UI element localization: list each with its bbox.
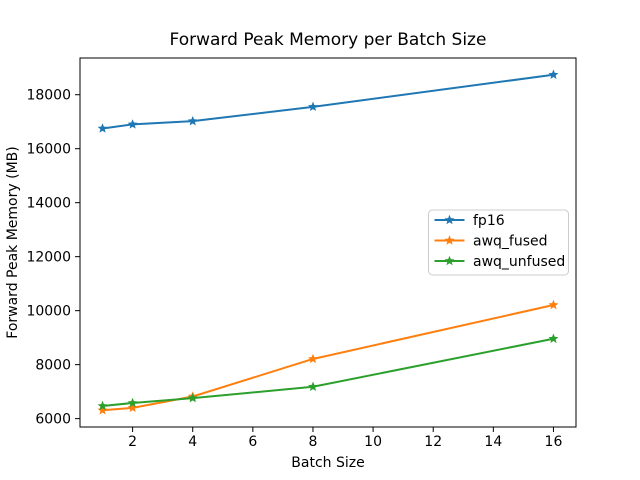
series-awq_unfused — [97, 333, 559, 411]
x-tick-label: 12 — [424, 434, 442, 450]
y-tick-label: 12000 — [26, 250, 71, 266]
star-marker — [97, 123, 108, 133]
series-group — [97, 69, 559, 415]
x-tick-label: 2 — [128, 434, 137, 450]
series-fp16 — [97, 69, 559, 133]
axis-ticks: 2 4 6 8 10 12 14 16 6000 8000 10000 12000 14000 16000… — [26, 88, 562, 450]
x-tick-label: 6 — [248, 434, 257, 450]
legend-star-marker — [444, 255, 455, 266]
star-marker — [308, 101, 318, 112]
legend-frame — [428, 209, 569, 276]
y-axis-label: Forward Peak Memory (MB) — [5, 146, 21, 338]
star-marker — [548, 69, 559, 79]
chart-title: Forward Peak Memory per Batch Size — [170, 30, 487, 50]
y-tick-label: 10000 — [26, 304, 71, 320]
legend: fp16 awq_fused awq_unfused — [428, 209, 569, 276]
x-axis-label: Batch Size — [291, 455, 364, 471]
y-tick-label: 18000 — [26, 88, 71, 104]
star-marker — [127, 397, 138, 408]
y-tick-label: 8000 — [35, 358, 71, 374]
legend-label: fp16 — [473, 213, 505, 229]
y-tick-label: 14000 — [26, 196, 71, 212]
star-marker — [127, 402, 138, 413]
star-marker — [548, 299, 559, 310]
legend-entry-awq_fused: awq_fused — [434, 234, 548, 250]
star-marker — [187, 115, 198, 126]
star-marker — [97, 405, 108, 415]
legend-star-marker — [444, 235, 455, 245]
star-marker — [127, 119, 138, 129]
y-tick-label: 6000 — [35, 412, 71, 428]
legend-entry-awq_unfused: awq_unfused — [434, 254, 565, 270]
star-marker — [308, 353, 318, 364]
star-marker — [97, 400, 108, 411]
y-tick-label: 16000 — [26, 142, 71, 158]
star-marker — [308, 381, 318, 391]
legend-label: awq_fused — [473, 234, 548, 250]
legend-label: awq_unfused — [473, 254, 565, 270]
x-tick-label: 16 — [545, 434, 563, 450]
x-tick-label: 14 — [484, 434, 502, 450]
x-tick-label: 10 — [364, 434, 382, 450]
star-marker — [187, 392, 198, 403]
legend-entry-fp16: fp16 — [434, 213, 505, 229]
legend-star-marker — [444, 214, 455, 225]
x-tick-label: 4 — [188, 434, 197, 450]
star-marker — [548, 333, 559, 343]
x-tick-label: 8 — [309, 434, 318, 450]
